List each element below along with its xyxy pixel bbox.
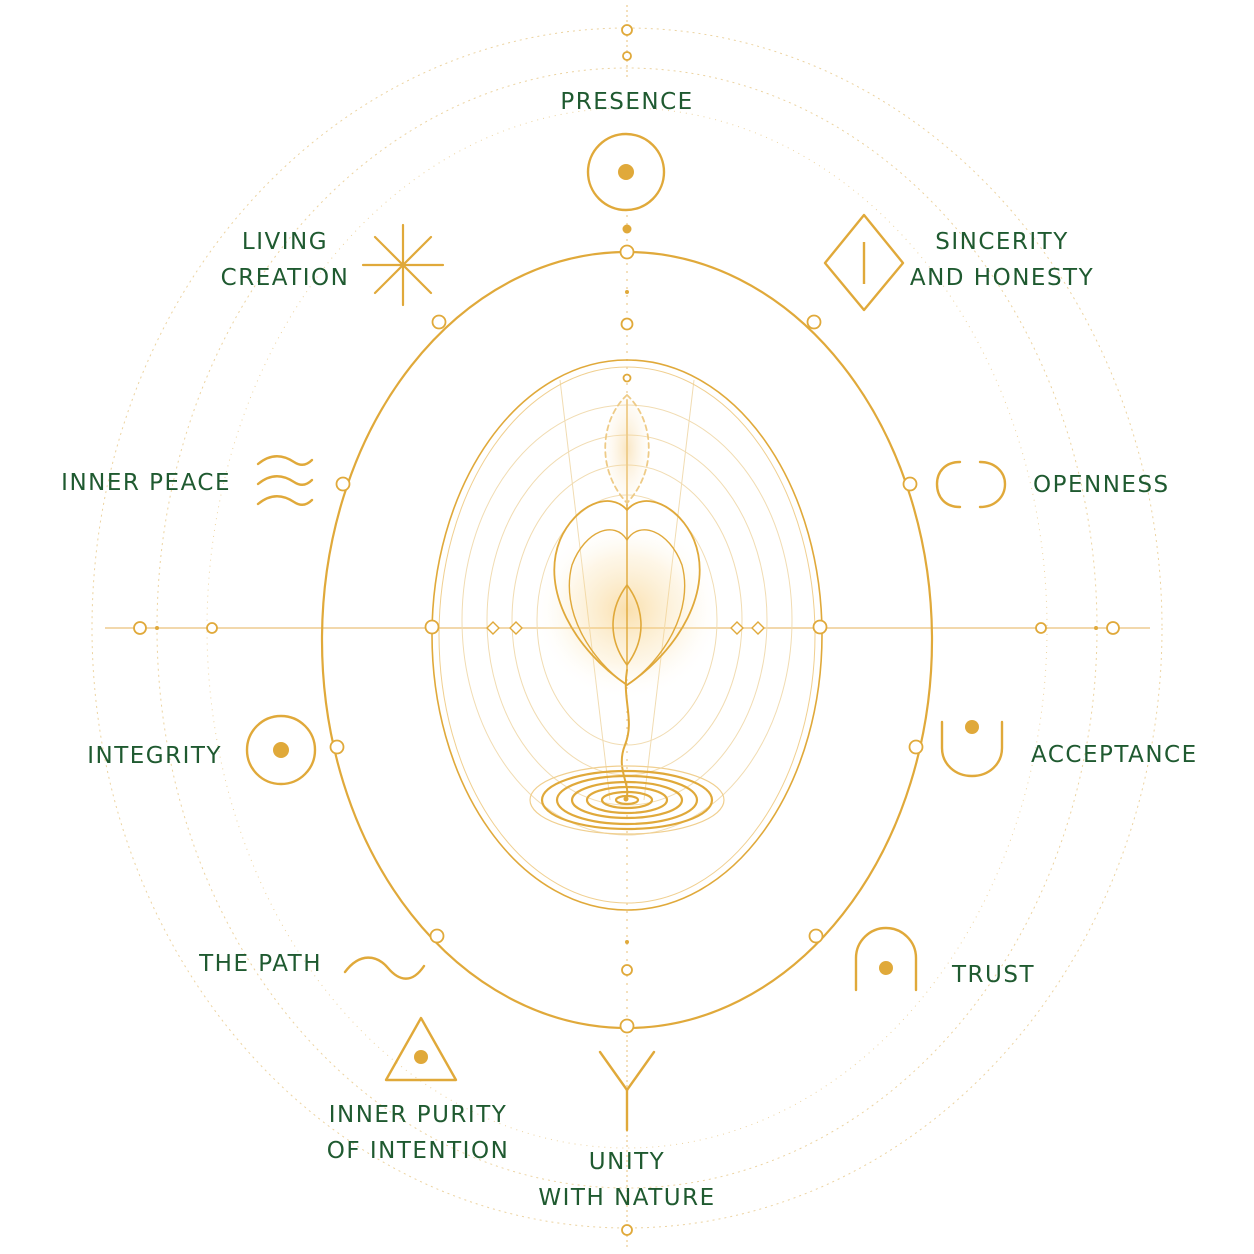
- sprouting-seed-icon: [553, 393, 701, 801]
- openness-icon: [935, 460, 1007, 509]
- label-line: PRESENCE: [560, 89, 694, 115]
- label-living-creation: LIVING CREATION: [221, 224, 350, 296]
- axis-diamonds: [486, 621, 765, 635]
- label-line: INTEGRITY: [87, 743, 222, 769]
- label-line: OPENNESS: [1033, 472, 1170, 498]
- acceptance-icon: [940, 720, 1004, 778]
- label-sincerity: SINCERITY AND HONESTY: [910, 224, 1094, 296]
- label-line: CREATION: [220, 265, 350, 291]
- the-path-icon: [343, 956, 426, 980]
- sincerity-icon: [823, 213, 905, 312]
- inner-peace-icon: [256, 455, 314, 506]
- label-line: WITH NATURE: [538, 1185, 716, 1211]
- inner-ring-2: [438, 366, 816, 904]
- label-line: ACCEPTANCE: [1031, 742, 1198, 768]
- label-the-path: THE PATH: [199, 946, 322, 982]
- trust-icon: [854, 926, 918, 992]
- label-line: OF INTENTION: [326, 1138, 510, 1164]
- label-line: AND HONESTY: [909, 265, 1095, 291]
- ring-nodes: [133, 24, 1120, 1236]
- label-line: UNITY: [588, 1149, 666, 1175]
- spiral-ripple-icon: [529, 765, 725, 835]
- label-integrity: INTEGRITY: [87, 738, 222, 774]
- label-line: INNER PURITY: [328, 1102, 508, 1128]
- unity-icon: [598, 1050, 656, 1132]
- label-line: TRUST: [952, 962, 1036, 988]
- label-openness: OPENNESS: [1033, 467, 1170, 503]
- presence-icon: [586, 132, 666, 212]
- label-line: INNER PEACE: [61, 470, 231, 496]
- label-line: THE PATH: [199, 951, 322, 977]
- label-acceptance: ACCEPTANCE: [1031, 737, 1198, 773]
- inner-ring: [431, 359, 823, 911]
- integrity-icon: [245, 714, 317, 786]
- label-presence: PRESENCE: [560, 84, 693, 120]
- label-inner-peace: INNER PEACE: [61, 465, 231, 501]
- axis-dots: [155, 224, 1098, 944]
- label-unity: UNITY WITH NATURE: [538, 1144, 715, 1216]
- label-inner-purity: INNER PURITY OF INTENTION: [327, 1097, 510, 1169]
- label-trust: TRUST: [952, 957, 1035, 993]
- living-creation-icon: [361, 223, 445, 307]
- label-line: LIVING: [241, 229, 329, 255]
- label-line: SINCERITY: [935, 229, 1069, 255]
- inner-purity-icon: [384, 1016, 458, 1082]
